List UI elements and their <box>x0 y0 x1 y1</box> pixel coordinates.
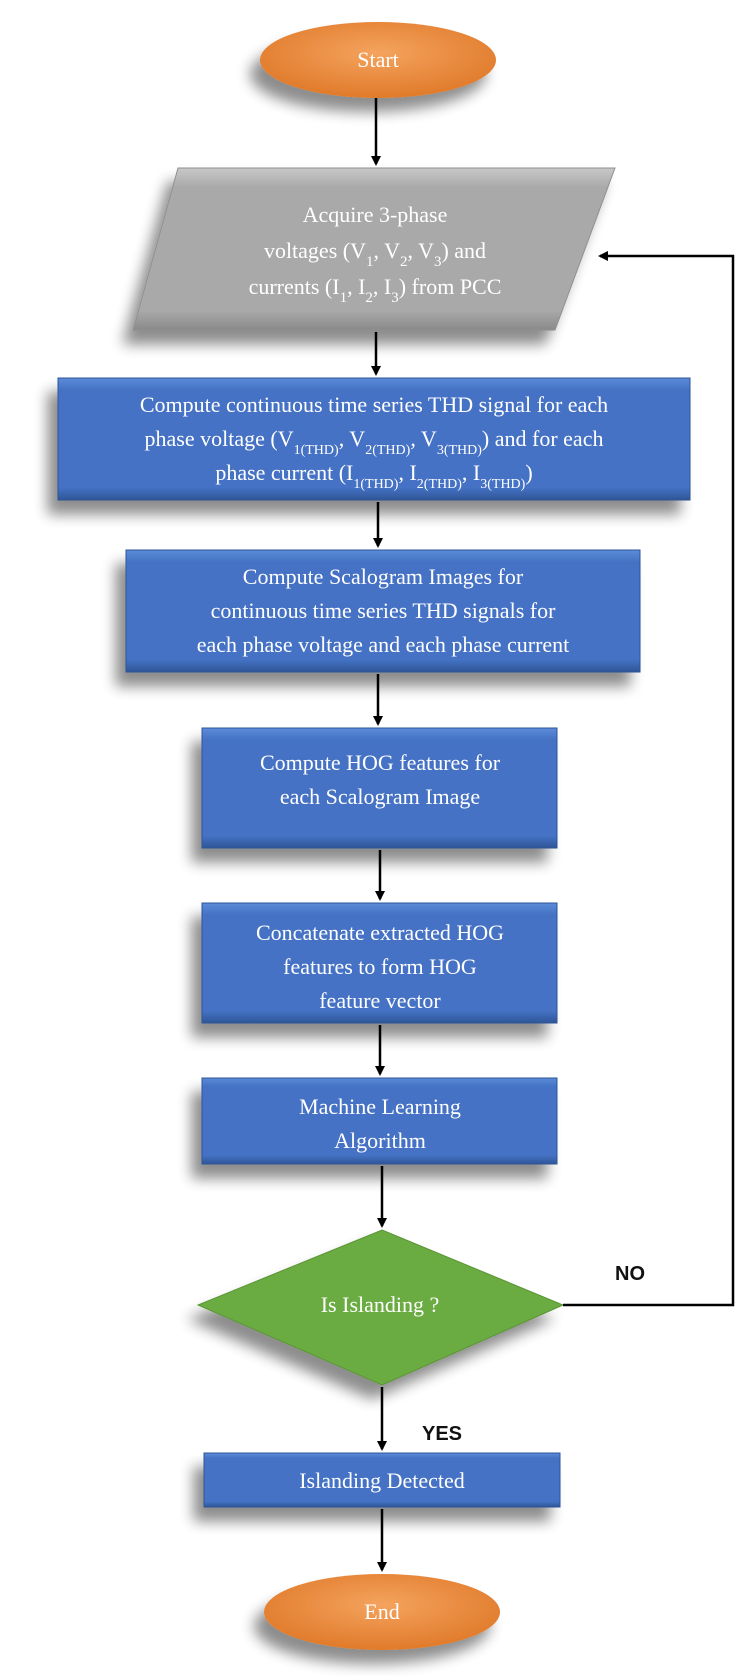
compute-thd-node: Compute continuous time series THD signa… <box>57 377 691 501</box>
thd-line-2: phase voltage (V1(THD), V2(THD), V3(THD)… <box>145 426 604 458</box>
ml-line-2: Algorithm <box>334 1128 426 1153</box>
start-terminal: Start <box>260 22 496 98</box>
no-edge-label: NO <box>615 1263 645 1285</box>
hog-line-2: each Scalogram Image <box>280 784 480 809</box>
machine-learning-node: Machine Learning Algorithm <box>201 1077 558 1165</box>
islanding-decision-node: Is Islanding ? <box>196 1229 565 1386</box>
decision-label: Is Islanding ? <box>321 1292 440 1317</box>
yes-edge-label: YES <box>422 1423 462 1445</box>
start-label: Start <box>357 47 399 72</box>
concat-line-1: Concatenate extracted HOG <box>256 920 504 945</box>
concat-line-2: features to form HOG <box>283 954 477 979</box>
end-label: End <box>364 1599 399 1624</box>
hog-line-1: Compute HOG features for <box>260 750 501 775</box>
thd-line-1: Compute continuous time series THD signa… <box>140 392 608 417</box>
arrow-decision-no-loop <box>563 251 735 1307</box>
compute-hog-node: Compute HOG features for each Scalogram … <box>201 727 558 849</box>
compute-scalogram-node: Compute Scalogram Images for continuous … <box>125 549 641 673</box>
islanding-detected-node: Islanding Detected <box>203 1452 561 1508</box>
concatenate-node: Concatenate extracted HOG features to fo… <box>201 902 558 1024</box>
scalogram-line-1: Compute Scalogram Images for <box>243 564 524 589</box>
scalogram-line-2: continuous time series THD signals for <box>211 598 556 623</box>
acquire-line-1: Acquire 3-phase <box>303 202 448 227</box>
flow-arrows <box>371 98 735 1572</box>
scalogram-line-3: each phase voltage and each phase curren… <box>197 632 570 657</box>
acquire-line-3: currents (I1, I2, I3) from PCC <box>249 274 502 306</box>
concat-line-3: feature vector <box>319 988 441 1013</box>
thd-line-3: phase current (I1(THD), I2(THD), I3(THD)… <box>215 460 532 492</box>
end-terminal: End <box>264 1574 500 1650</box>
acquire-input-node: Acquire 3-phase voltages (V1, V2, V3) an… <box>132 167 616 331</box>
ml-line-1: Machine Learning <box>299 1094 461 1119</box>
acquire-line-2: voltages (V1, V2, V3) and <box>264 238 486 270</box>
detected-label: Islanding Detected <box>299 1468 465 1493</box>
